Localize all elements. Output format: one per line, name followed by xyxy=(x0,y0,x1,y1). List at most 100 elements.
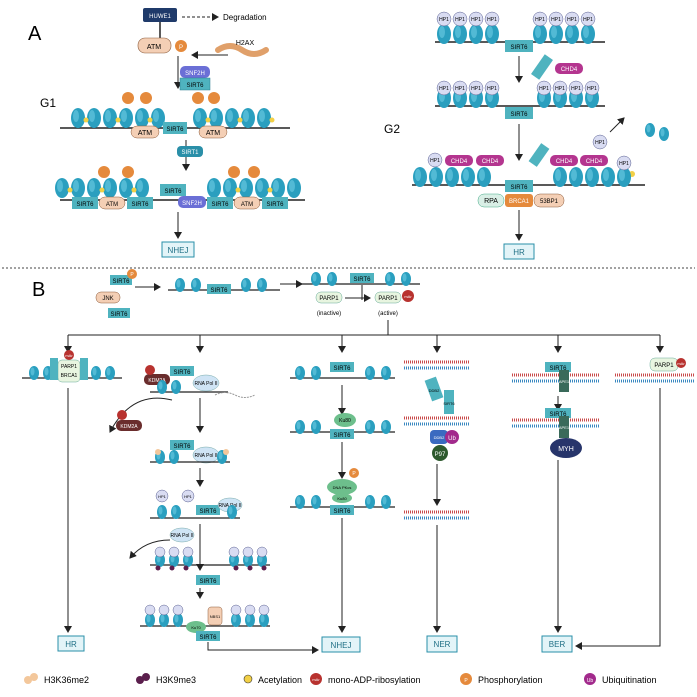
chd4-g2-top xyxy=(555,63,583,74)
legend-h3k9me3: H3K9me3 xyxy=(136,673,196,685)
active-label: (active) xyxy=(378,311,398,317)
g1-acetyl-2 xyxy=(67,187,273,193)
col2-hp1-a-label: HP1 xyxy=(158,494,167,499)
degradation-label: Degradation xyxy=(223,13,267,22)
atm-g1-a xyxy=(98,196,126,210)
svg-text:mAr: mAr xyxy=(312,677,320,682)
sirt6-g2-3-label: SIRT6 xyxy=(511,185,529,191)
atm-top xyxy=(137,37,172,54)
col2-sirt6-2 xyxy=(170,440,194,450)
outcome-ber-label: BER xyxy=(549,640,566,649)
chd4-g2-a xyxy=(445,155,473,166)
chd4-g2-b-label: CHD4 xyxy=(482,159,499,165)
col2-rnapol-released-label: RNA Pol II xyxy=(170,533,193,539)
col2-sirt6-4-label: SIRT6 xyxy=(200,579,218,585)
sirt6-g1-d xyxy=(262,197,288,209)
col3-sirt6-1 xyxy=(330,362,354,372)
atm-g1-a-label: ATM xyxy=(106,202,118,208)
huwe1-box: HUWE1 xyxy=(143,8,177,22)
sirt6-g1-d-label: SIRT6 xyxy=(267,202,285,208)
sirt6-b-bottom-label: SIRT6 xyxy=(111,312,129,318)
bp53-label: 53BP1 xyxy=(540,199,559,205)
sirt6-b-dna1 xyxy=(207,284,231,294)
col2-hp1-b xyxy=(181,489,195,503)
sirt6-g2-2-label: SIRT6 xyxy=(511,112,529,118)
parp1-inactive xyxy=(315,291,343,304)
col1-brca1-label: BRCA1 xyxy=(61,373,78,379)
svg-text:HP1: HP1 xyxy=(455,86,465,92)
svg-text:HP1: HP1 xyxy=(555,86,565,92)
atm-g1-b-label: ATM xyxy=(241,202,253,208)
col2-to-nhej-arrow xyxy=(207,642,319,654)
sirt6-g1-a-label: SIRT6 xyxy=(77,202,95,208)
col2-rnapol-2-label: RNA Pol II xyxy=(194,453,217,459)
col3-ku80-2 xyxy=(332,493,352,503)
parp1-active-label: PARP1 xyxy=(378,296,398,302)
col2-kdm2a-released-mar xyxy=(117,410,127,420)
svg-text:HP1: HP1 xyxy=(487,17,497,23)
outcome-hr-a-label: HR xyxy=(513,248,525,257)
sirt6-g1-c-label: SIRT6 xyxy=(212,202,230,208)
hp1-released-label: HP1 xyxy=(595,140,605,146)
col2-kdm2a-top-label: KDM2A xyxy=(148,378,166,384)
svg-text:Phosphorylation: Phosphorylation xyxy=(478,675,543,685)
sirt6-g2-tilted xyxy=(531,54,553,80)
col4-ub xyxy=(445,430,459,444)
snf2h-top xyxy=(180,66,210,78)
sirt6-g1-row1-label: SIRT6 xyxy=(167,127,185,133)
col2-rnapol-released xyxy=(169,527,195,543)
sirt6-g1-c xyxy=(207,197,233,209)
col2-ku70-label: Ku70 xyxy=(191,625,201,630)
col2-kdm2a-released-label: KDM2A xyxy=(120,424,138,430)
svg-text:HP1: HP1 xyxy=(471,17,481,23)
svg-text:H3K36me2: H3K36me2 xyxy=(44,675,89,685)
sirt6-g1-b-label: SIRT6 xyxy=(132,202,150,208)
col5-sirt6-2-label: SIRT6 xyxy=(550,412,568,418)
col3-sirt6-3-label: SIRT6 xyxy=(334,509,352,515)
col3-dnapkcs xyxy=(327,479,357,495)
jnk-label: JNK xyxy=(102,296,113,302)
col5-dsdna-2 xyxy=(512,418,600,428)
svg-text:HP1: HP1 xyxy=(571,86,581,92)
col3-phospho-text: P xyxy=(352,471,356,477)
sirt6-g2-1-label: SIRT6 xyxy=(511,45,529,51)
svg-text:HP1: HP1 xyxy=(587,86,597,92)
sirt1-box xyxy=(177,146,203,157)
sirt6-b-phospho xyxy=(127,269,137,279)
col5-sirt6-2 xyxy=(545,408,571,418)
legend-ubiquitination: Ub Ubiquitination xyxy=(584,673,657,685)
sirt6-g2-tilted-2 xyxy=(528,143,550,167)
svg-text:mono-ADP-ribosylation: mono-ADP-ribosylation xyxy=(328,675,421,685)
released-nucleosome xyxy=(645,123,655,137)
g1-phospho-1 xyxy=(122,92,220,104)
phospho-text: P xyxy=(179,45,183,51)
hp1-g2-row3-right-label: HP1 xyxy=(619,161,629,167)
sirt6-g2-1 xyxy=(505,40,533,52)
sirt6-g2-2 xyxy=(505,107,533,119)
col5-myh xyxy=(550,438,582,458)
sirt6-b-top xyxy=(110,275,132,285)
inactive-label: (inactive) xyxy=(317,311,341,317)
col6-mar xyxy=(676,358,686,368)
col4-ddb2-2 xyxy=(430,430,448,444)
panel-a-label: A xyxy=(28,23,42,45)
atm-g1-left xyxy=(130,125,160,139)
col2-sirt6-5 xyxy=(196,631,220,641)
sirt6-g1-center xyxy=(160,184,186,196)
sirt6-b-bottom xyxy=(108,308,130,318)
sirt6-b-phospho-text: P xyxy=(130,272,134,278)
col3-sirt6-3 xyxy=(330,505,354,515)
parp1-inactive-label: PARP1 xyxy=(319,296,339,302)
snf2h-g1 xyxy=(178,196,206,208)
sirt6-g1-row1 xyxy=(163,122,187,134)
svg-text:H3K9me3: H3K9me3 xyxy=(156,675,196,685)
legend: H3K36me2 H3K9me3 Acetylation mAr mono-AD… xyxy=(24,673,657,685)
outcome-ner-label: NER xyxy=(434,640,451,649)
atm-g1-b xyxy=(233,196,261,210)
col2-kdm2a-released xyxy=(116,420,142,431)
col2-sirt6-top xyxy=(170,366,194,376)
col2-sirt6-5-label: SIRT6 xyxy=(200,635,218,641)
col2-sirt6-4 xyxy=(196,575,220,585)
svg-text:HP1: HP1 xyxy=(551,17,561,23)
